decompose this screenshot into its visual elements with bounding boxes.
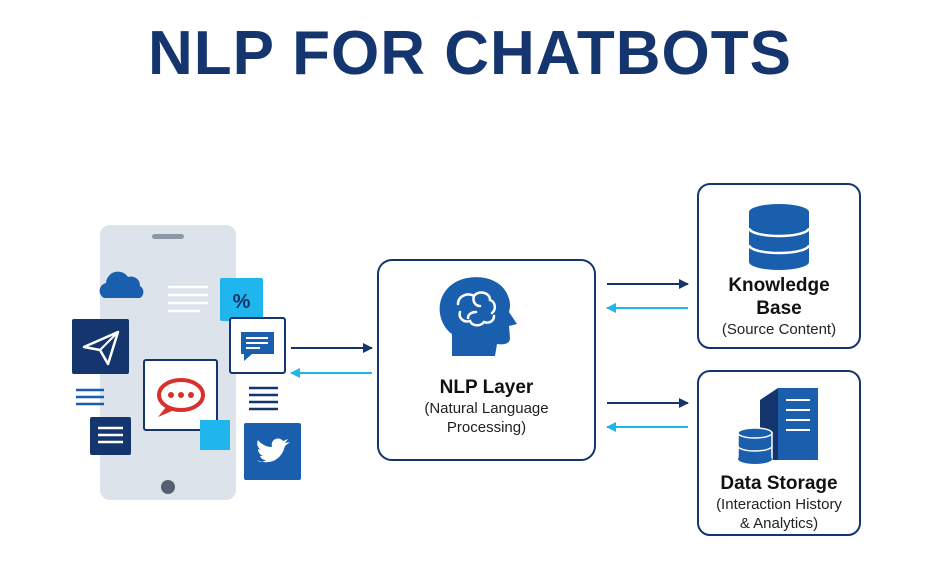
data-storage-subtitle-1: (Interaction History — [716, 496, 842, 513]
nlp-layer-label: NLP Layer (Natural Language Processing) — [378, 376, 595, 437]
cloud-icon — [99, 271, 144, 298]
page-title: NLP FOR CHATBOTS — [147, 19, 793, 88]
chat-icon — [229, 317, 286, 374]
nlp-layer-subtitle-2: Processing) — [446, 419, 527, 436]
knowledge-base-label: Knowledge Base (Source Content) — [698, 274, 860, 339]
data-storage-label: Data Storage (Interaction History & Anal… — [698, 472, 860, 533]
percent-icon: % — [220, 278, 263, 321]
decorative-square — [200, 420, 230, 450]
nlp-layer-box — [377, 259, 596, 461]
svg-text:%: % — [233, 291, 251, 313]
knowledge-base-title-2: Base — [756, 298, 802, 319]
head-brain-icon — [439, 277, 517, 356]
text-lines-icon — [76, 388, 104, 406]
nlp-layer-title: NLP Layer — [439, 377, 534, 398]
data-storage-title: Data Storage — [720, 473, 838, 494]
text-lines-icon-right — [249, 386, 278, 411]
data-storage-subtitle-2: & Analytics) — [739, 515, 819, 532]
menu-icon — [90, 417, 131, 455]
nlp-layer-subtitle-1: (Natural Language — [424, 400, 549, 417]
send-icon — [72, 319, 129, 374]
twitter-icon — [244, 423, 301, 480]
server-database-icon — [737, 388, 818, 464]
knowledge-base-title-1: Knowledge — [728, 275, 830, 296]
knowledge-base-subtitle: (Source Content) — [721, 321, 837, 338]
database-icon — [747, 204, 811, 270]
rocket-chat-icon — [143, 359, 218, 431]
